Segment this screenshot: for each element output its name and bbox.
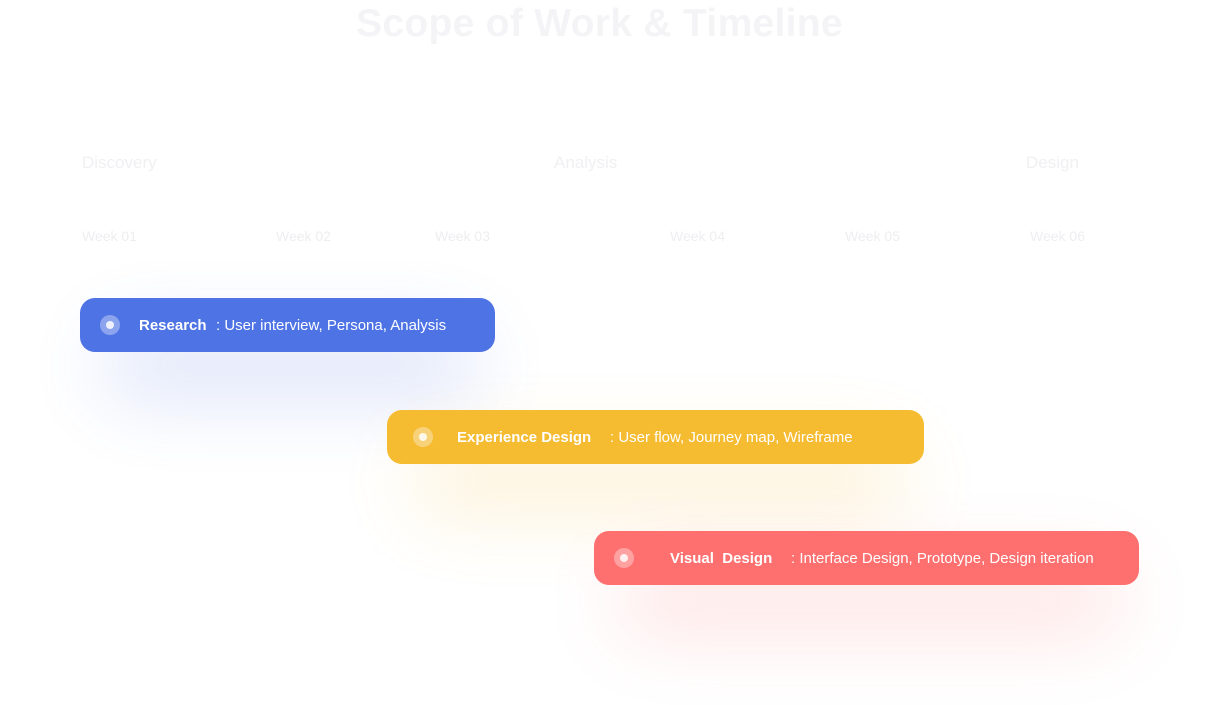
bullet-dot-icon — [614, 548, 634, 568]
phase-analysis: Analysis — [554, 153, 618, 172]
phase-design: Design — [1026, 153, 1079, 172]
week-label: Week 05 — [845, 228, 900, 244]
research-task-bar: Research : User interview, Persona, Anal… — [80, 298, 495, 352]
week-label: Week 06 — [1030, 228, 1085, 244]
bullet-dot-icon — [413, 427, 433, 447]
task-description: : User flow, Journey map, Wireframe — [610, 428, 853, 446]
task-description: : User interview, Persona, Analysis — [216, 316, 447, 334]
week-label: Week 01 — [82, 228, 137, 244]
task-name: Experience Design — [457, 428, 592, 446]
visual-design-task-bar: Visual Design : Interface Design, Protot… — [594, 531, 1139, 585]
week-label: Week 04 — [670, 228, 725, 244]
page-title: Scope of Work & Timeline — [356, 2, 843, 45]
week-label: Week 02 — [276, 228, 331, 244]
phase-discovery: Discovery — [82, 153, 157, 172]
week-label: Week 03 — [435, 228, 490, 244]
task-description: : Interface Design, Prototype, Design it… — [791, 549, 1094, 567]
bullet-dot-icon — [100, 315, 120, 335]
task-name: Visual Design — [670, 549, 773, 567]
task-name: Research — [139, 316, 207, 334]
experience-design-task-bar: Experience Design : User flow, Journey m… — [387, 410, 924, 464]
